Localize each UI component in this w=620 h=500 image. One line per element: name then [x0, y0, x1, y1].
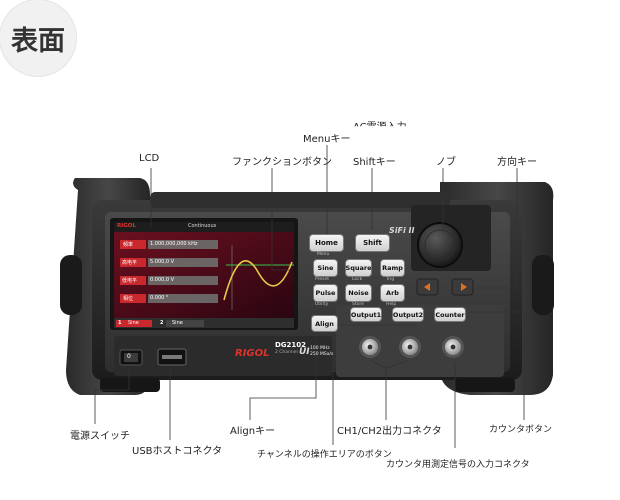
page-title-badge: 表面 — [0, 0, 76, 76]
output2-key[interactable]: Output2 — [392, 307, 424, 322]
noise-key[interactable]: Noise — [345, 284, 372, 302]
callout-menu-key: Menuキー — [303, 134, 351, 145]
help-sub-label: Help — [386, 302, 397, 307]
callout-shift-key: Shiftキー — [353, 157, 396, 168]
lcd-ch1-label: 1 — [118, 320, 122, 326]
home-key[interactable]: Home — [309, 234, 344, 252]
lcd-phase-label: 相位 — [123, 296, 134, 302]
model-name: DG2102 — [275, 341, 307, 349]
callout-usb-host: USBホストコネクタ — [132, 446, 223, 457]
preset-sub-label: Preset — [315, 277, 330, 282]
callout-channel-area: チャンネルの操作エリアのボタン — [257, 450, 392, 460]
trig-sub-label: Trig — [386, 277, 395, 282]
top-logo: SiFi II — [389, 226, 415, 235]
output1-key[interactable]: Output1 — [350, 307, 382, 322]
cut-off-label: AC電源入力 — [353, 122, 407, 133]
lcd-ch2-mode: Sine — [172, 320, 183, 326]
lcd-high-value: 5.000,0 V — [150, 259, 175, 265]
spec-sample-rate: 250 MSa/s — [310, 352, 334, 357]
brand-small: RIGOL — [117, 223, 136, 229]
callout-function-button: ファンクションボタン — [232, 157, 332, 168]
callout-ch-output: CH1/CH2出力コネクタ — [337, 426, 442, 437]
pulse-key[interactable]: Pulse — [313, 284, 338, 302]
channel-count: 2 Channel — [275, 350, 298, 355]
ramp-key[interactable]: Ramp — [380, 259, 405, 277]
square-key[interactable]: Square — [345, 259, 372, 277]
store-sub-label: Store — [352, 302, 364, 307]
lcd-low-label: 低电平 — [122, 278, 138, 284]
callout-direction-key: 方向キー — [497, 157, 537, 168]
lcd-low-value: 0.000,0 V — [150, 277, 175, 283]
sine-key[interactable]: Sine — [313, 259, 338, 277]
lock-sub-label: Lock — [352, 277, 363, 282]
callout-power-switch: 電源スイッチ — [70, 431, 130, 442]
menu-sub-label: Menu — [317, 252, 330, 257]
lcd-ch1-mode: Sine — [128, 320, 139, 326]
brand-logo: RIGOL — [235, 348, 270, 359]
series-logo: UI — [299, 347, 310, 357]
lcd-freq-value: 1.000,000,000 kHz — [150, 241, 198, 247]
spec-frequency: 100 MHz — [310, 346, 330, 351]
callout-align-key: Alignキー — [230, 426, 276, 437]
counter-key[interactable]: Counter — [434, 307, 466, 322]
lcd-header: Continuous — [188, 223, 217, 229]
shift-key[interactable]: Shift — [355, 234, 390, 252]
lcd-phase-value: 0.000 ° — [150, 295, 169, 301]
power-mark: 0 — [127, 353, 131, 360]
callout-counter-button: カウンタボタン — [489, 425, 553, 435]
utility-sub-label: Utility — [315, 302, 329, 307]
lcd-freq-label: 頻率 — [123, 242, 134, 248]
lcd-ch2-label: 2 — [160, 320, 164, 326]
callout-knob: ノブ — [436, 157, 456, 168]
arb-key[interactable]: Arb — [380, 284, 405, 302]
callout-lcd: LCD — [139, 153, 160, 164]
callout-counter-input: カウンタ用測定信号の入力コネクタ — [386, 460, 530, 470]
align-key[interactable]: Align — [311, 315, 338, 332]
lcd-high-label: 高电平 — [122, 260, 138, 266]
